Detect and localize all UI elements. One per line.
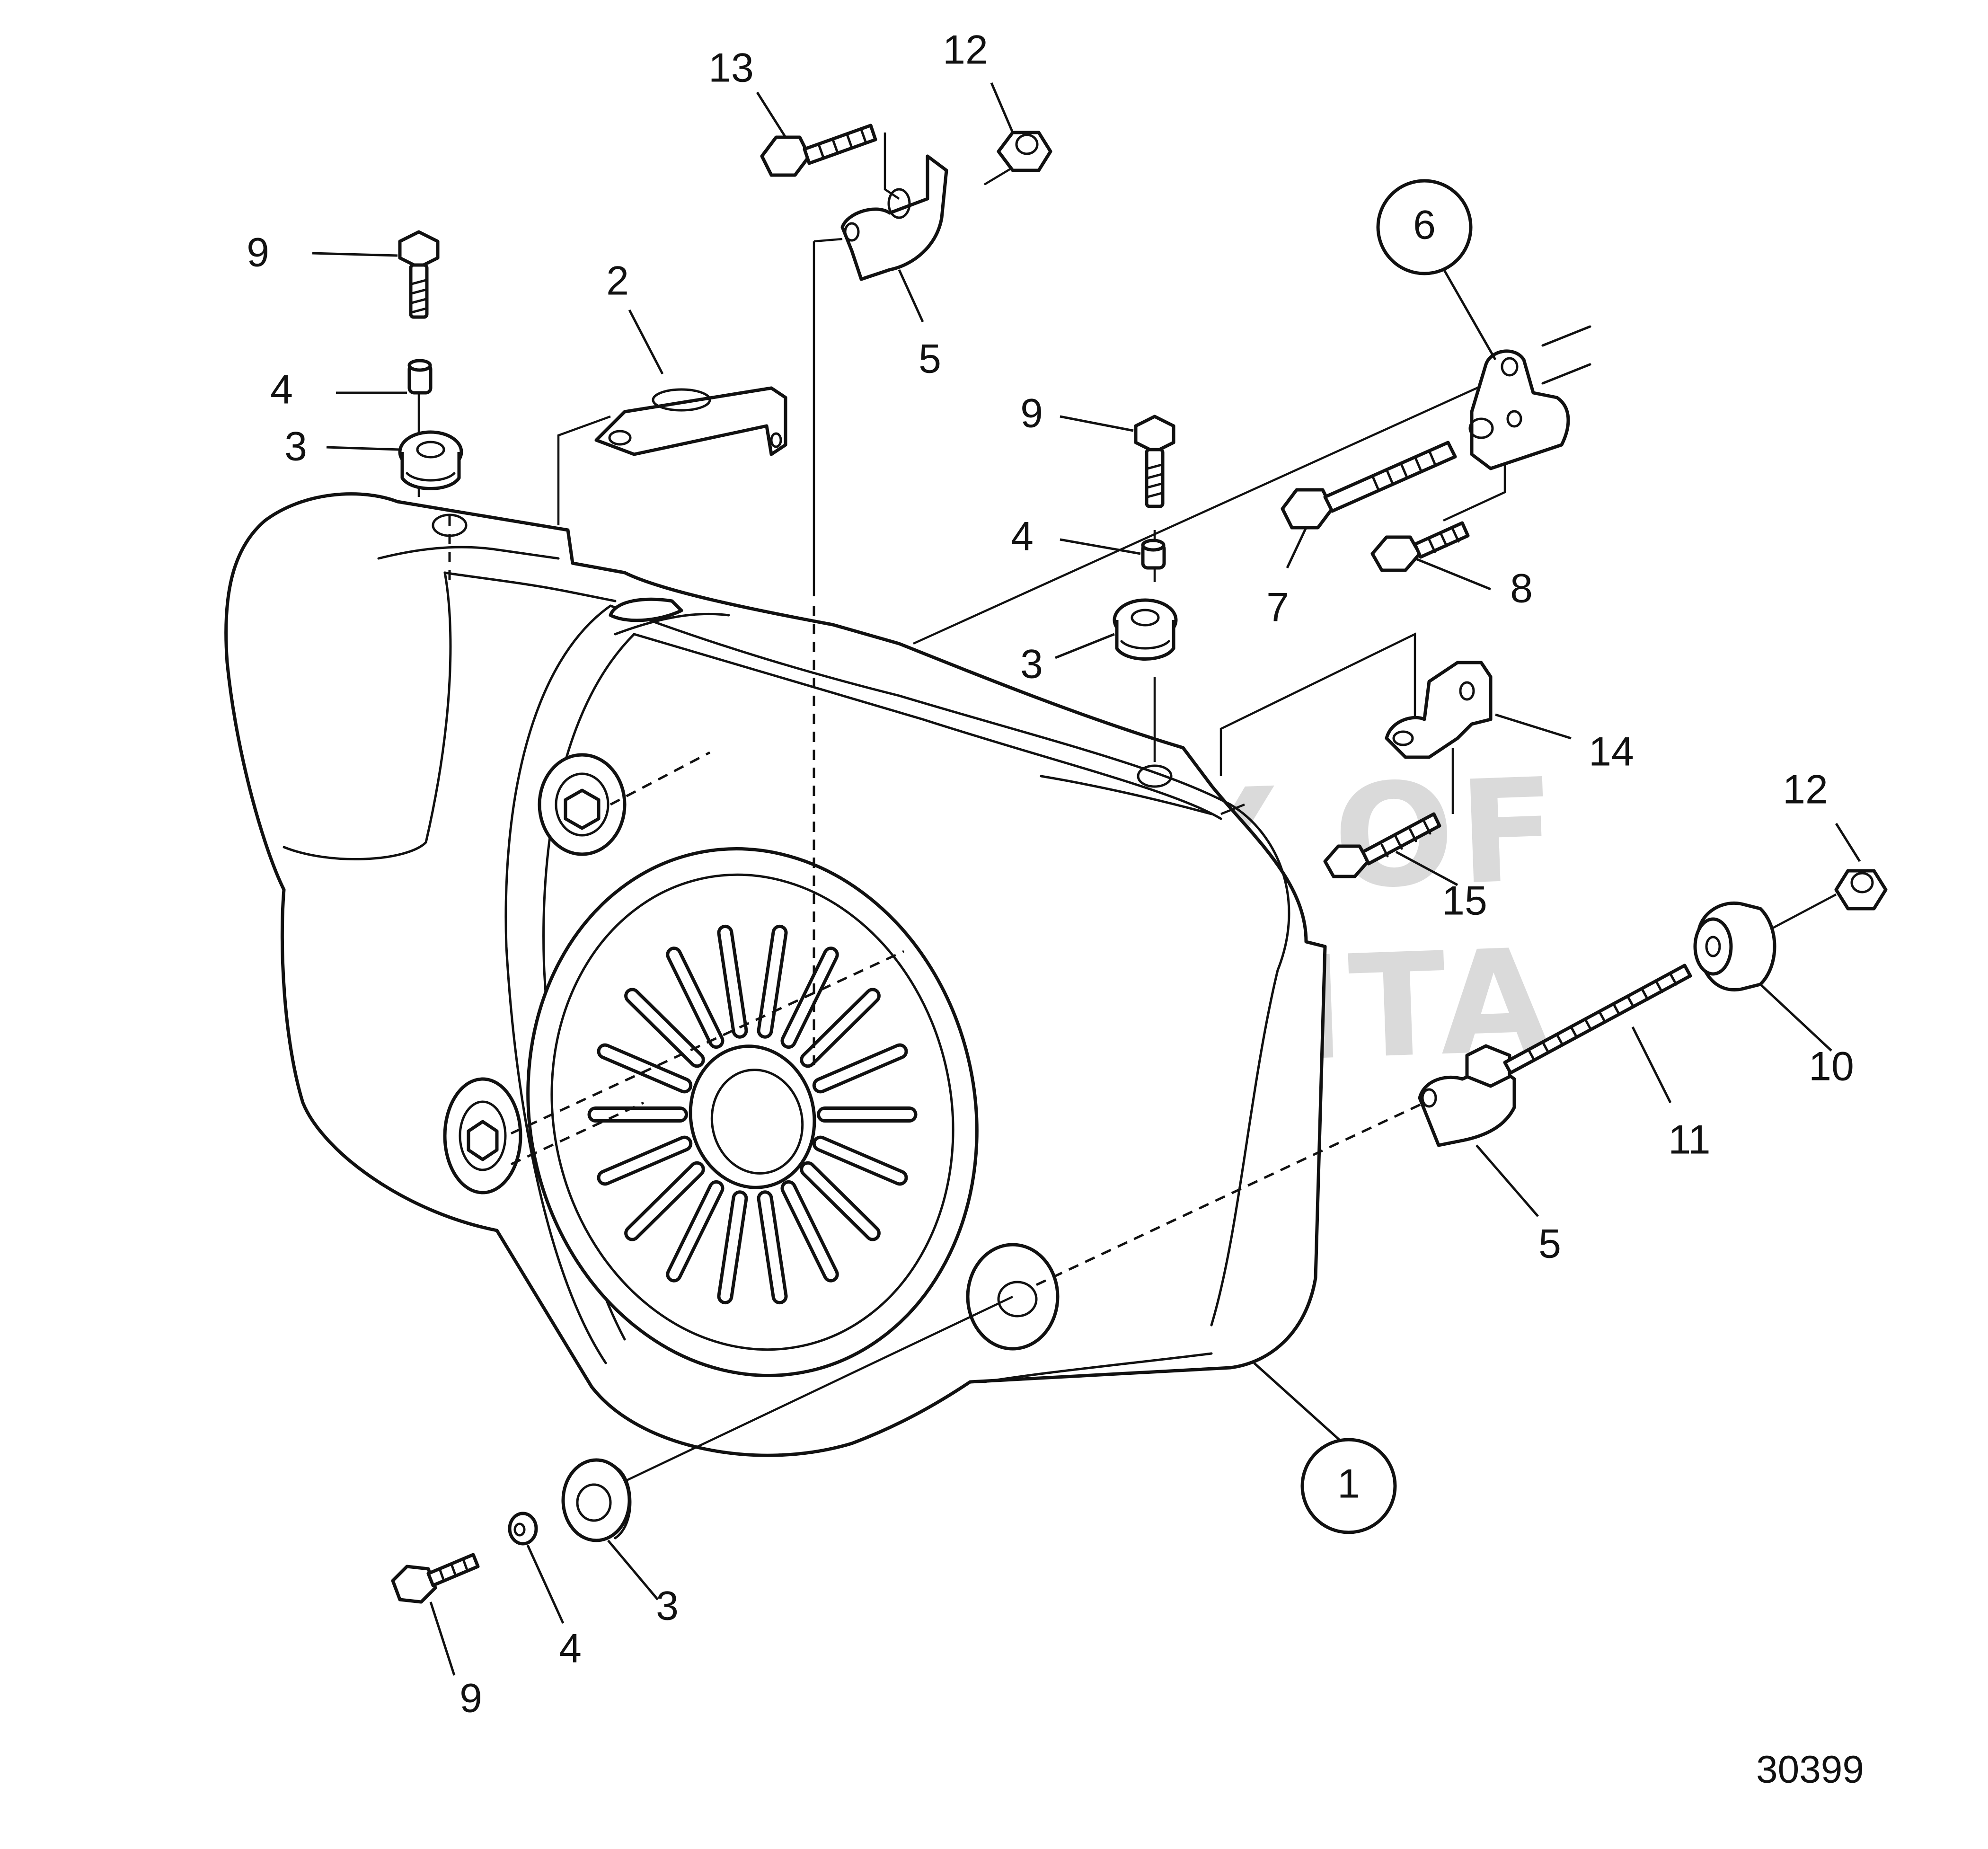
grille-slot-inner [627,991,702,1065]
bolt-9b [1134,415,1175,508]
bolt-9a [398,230,440,319]
callout-3: 3 [284,424,307,469]
callout-12: 12 [1783,767,1828,813]
callout-3: 3 [1020,642,1043,687]
callout-1: 1 [1337,1461,1360,1507]
callout-9: 9 [1020,391,1043,436]
grille-slot-inner [760,1194,785,1301]
spacer-4c [508,1512,538,1546]
grille-slot-inner [815,1046,905,1090]
callout-9: 9 [459,1676,482,1721]
grille-slot-inner [784,950,836,1046]
callout-5: 5 [919,336,941,382]
nut-12a [997,131,1052,172]
grille-slot-inner [720,928,745,1035]
bolt-7 [1281,441,1457,530]
callout-2: 2 [606,258,629,304]
spacer-10 [1693,902,1776,991]
grille-slot-inner [803,991,877,1065]
bolt-9c [391,1553,480,1604]
callout-labels: 1 2 3 3 3 4 4 4 5 5 6 7 8 9 9 9 10 11 12… [247,27,1854,1721]
bracket-part-6 [1468,325,1591,470]
grommet-3a [398,430,463,490]
figure-number: 30399 [1756,1748,1864,1791]
grille-slot-inner [669,950,721,1046]
grommet-3b [1113,598,1178,661]
callout-13: 13 [708,45,754,91]
grille-slot-inner [627,1164,702,1238]
callout-7: 7 [1266,585,1289,630]
grille-slot-inner [669,1183,721,1279]
callout-6: 6 [1413,203,1436,248]
callout-8: 8 [1510,566,1533,611]
callout-10: 10 [1809,1044,1854,1089]
fan-grille [526,847,979,1377]
spacer-4a [407,359,433,395]
callout-9: 9 [247,230,269,275]
grille-slot-inner [815,1139,905,1183]
callout-4: 4 [559,1626,582,1672]
stud-bolt-11 [1503,964,1692,1075]
callout-12: 12 [943,27,988,73]
bracket-part-5-lower [1418,1044,1516,1147]
callout-5: 5 [1538,1221,1561,1267]
bolt-15 [1323,812,1441,878]
nut-12b [1834,869,1888,911]
housing-mount-points [432,513,1173,1351]
callout-14: 14 [1589,729,1634,775]
callout-4: 4 [1011,514,1034,559]
callout-circle-1 [1300,1438,1397,1534]
grille-slot-inner [600,1046,689,1090]
bracket-part-2 [594,386,787,456]
bracket-part-14 [1385,661,1493,759]
spacer-4b [1141,539,1166,570]
grille-slots [587,924,918,1305]
callout-4: 4 [270,367,293,413]
callout-circles [1300,179,1473,1534]
grille-slot-inner [720,1194,745,1301]
callout-11: 11 [1668,1117,1710,1163]
grille-slot-inner [600,1139,689,1183]
callout-circle-6 [1376,179,1473,275]
leader-lines [312,82,1861,1676]
grille-slot-inner [784,1183,836,1279]
grommet-3c [561,1458,632,1542]
bracket-part-5-upper [840,154,948,281]
callout-15: 15 [1442,878,1487,924]
callout-3: 3 [656,1584,679,1629]
grille-slot-inner [803,1164,877,1238]
bolt-13 [760,124,877,177]
bolt-8 [1370,521,1470,572]
grille-slot-inner [760,928,785,1035]
